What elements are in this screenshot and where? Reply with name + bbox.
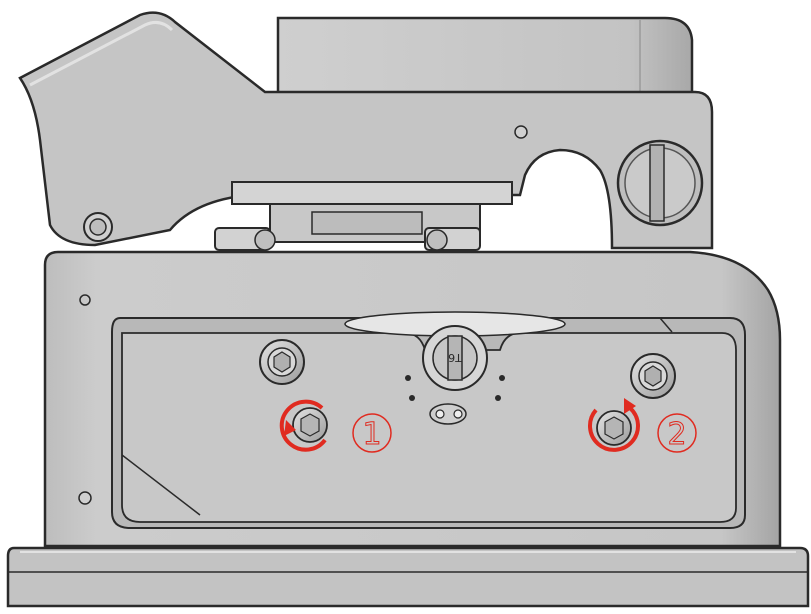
upper-screw-left [259,339,305,385]
small-hole [514,125,528,139]
lever-arm [18,11,714,250]
callout-label-1: 1 [362,417,381,452]
slotted-knob [616,139,704,227]
indicator-mark [79,294,91,306]
callout-label-2: 2 [667,417,686,452]
adjust-screw-2 [596,410,632,446]
rotate-counterclockwise-icon [279,399,327,452]
hub-marking: T6 [448,351,463,364]
blade-hub: T6 [330,311,600,425]
small-hole [78,491,92,505]
base-plate [6,546,810,608]
adjust-screw-1 [292,407,328,443]
callout-1: 1 [352,413,392,453]
top-cover [276,16,694,97]
upper-screw-right [630,353,676,399]
rotate-clockwise-icon [588,398,640,452]
clamp-plate [214,181,513,251]
callout-2: 2 [657,413,697,453]
